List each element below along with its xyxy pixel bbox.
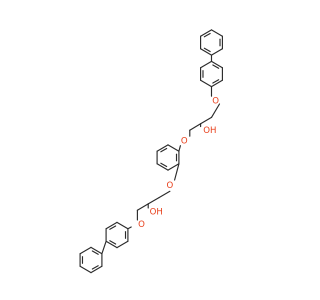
ring-bottom-phenylene-edge-6: [116, 221, 129, 230]
bond-ch2-to-choh: [200, 116, 213, 125]
bond-ch2-to-choh-2: [147, 197, 160, 205]
ring-top-phenyl-edge-6: [210, 29, 223, 37]
bond-o4-to-ring: [127, 226, 132, 230]
bond-o3-to-ch2: [158, 190, 171, 199]
ring-bottom-phenylene-double-1: [109, 225, 117, 230]
bond-lines: [79, 29, 223, 274]
chemical-structure-diagram: O OH O O OH O: [79, 29, 223, 274]
hydroxyl-label-1: OH: [203, 126, 216, 136]
ring-bottom-phenyl-double-4: [91, 265, 99, 270]
ring-top-phenylene-double-6: [212, 64, 220, 69]
bond-o1-to-ch2: [210, 103, 221, 118]
ring-bottom-phenylene-edge-3: [105, 240, 118, 249]
ether-oxygen-label-4: O: [138, 220, 145, 230]
ring-bottom-phenyl-edge-1: [79, 246, 92, 255]
ring-top-phenylene-edge-3: [200, 79, 213, 88]
bond-ring-to-o3: [174, 163, 180, 181]
ring-bottom-phenyl-double-6: [91, 250, 99, 255]
ether-oxygen-label-1: O: [212, 97, 219, 107]
ring-top-phenyl-double-1: [203, 32, 211, 38]
ring-central-benzene-double-1: [160, 147, 168, 153]
ring-bottom-phenylene-edge-4: [116, 240, 129, 249]
ring-top-phenylene-edge-4: [210, 79, 223, 88]
ring-central-benzene-edge-1: [156, 144, 169, 152]
ether-oxygen-label-2: O: [181, 136, 188, 146]
ring-top-phenyl-edge-3: [200, 48, 213, 56]
bond-choh-to-ch2-2: [136, 203, 149, 211]
ring-central-benzene-edge-6: [167, 144, 180, 152]
atom-labels: O OH O O OH O: [138, 97, 219, 230]
ring-bottom-phenylene-double-3: [109, 240, 117, 245]
bond-choh-to-ch2: [189, 123, 202, 131]
ring-central-benzene-edge-3: [156, 163, 169, 171]
ether-oxygen-label-3: O: [167, 181, 174, 191]
ring-bottom-phenyl-edge-4: [90, 265, 103, 274]
biaryl-bond-bottom: [101, 240, 107, 255]
bond-o2-to-ring: [178, 145, 181, 152]
ring-top-phenylene-edge-1: [200, 60, 213, 69]
ring-top-phenylene-double-4: [212, 79, 220, 84]
ring-bottom-phenyl-edge-6: [90, 246, 103, 255]
ring-central-benzene-double-3: [160, 162, 168, 168]
ring-bottom-phenylene-edge-1: [105, 221, 118, 230]
ring-top-phenyl-edge-4: [210, 48, 223, 56]
ring-central-benzene-edge-4: [167, 163, 180, 171]
ring-top-phenyl-edge-1: [200, 29, 213, 37]
hydroxyl-label-2: OH: [150, 207, 163, 217]
ring-top-phenylene-edge-6: [210, 60, 223, 69]
ring-bottom-phenyl-edge-3: [79, 265, 92, 274]
ring-top-phenyl-double-3: [203, 47, 211, 53]
